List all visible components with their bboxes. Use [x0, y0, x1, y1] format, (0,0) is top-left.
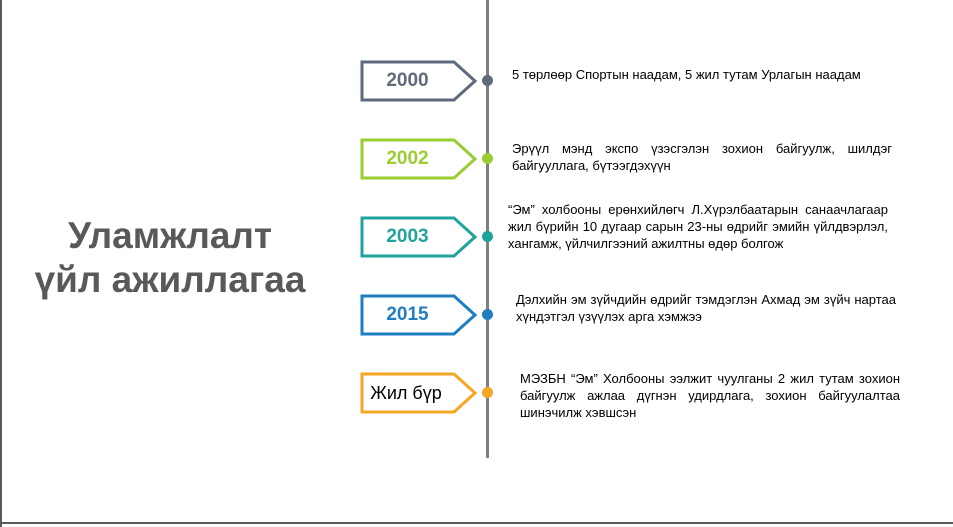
timeline-tag-every-year: Жил бүр — [360, 372, 478, 414]
timeline-dot-2002 — [482, 153, 493, 164]
timeline-axis — [486, 0, 489, 458]
event-description-2015: Дэлхийн эм зүйчдийн өдрийг тэмдэглэн Ахм… — [516, 292, 896, 324]
slide-border-bottom — [0, 522, 953, 524]
event-description-2002: Эрүүл мэнд экспо үзэсгэлэн зохион байгуу… — [512, 141, 892, 173]
tag-arrow-shape — [360, 60, 478, 102]
timeline-tag-2000: 2000 — [360, 60, 478, 102]
timeline-tag-2003: 2003 — [360, 216, 478, 258]
tag-label: Жил бүр — [370, 383, 442, 403]
slide-title: Уламжлалт үйл ажиллагаа — [10, 214, 330, 302]
tag-arrow-shape — [360, 138, 478, 180]
timeline-dot-2015 — [482, 309, 493, 320]
event-description-2003: “Эм” холбооны ерөнхийлөгч Л.Хүрэлбаатары… — [508, 202, 888, 251]
timeline-dot-2000 — [482, 75, 493, 86]
tag-arrow-shape — [360, 294, 478, 336]
tag-arrow-shape — [360, 216, 478, 258]
title-line-1: Уламжлалт — [67, 215, 273, 256]
tag-label: 2015 — [386, 304, 429, 325]
event-description-every-year: МЭЗБН “Эм” Холбооны ээлжит чуулганы 2 жи… — [520, 371, 900, 420]
tag-label: 2003 — [386, 226, 429, 247]
timeline-dot-2003 — [482, 231, 493, 242]
tag-arrow-shape — [360, 372, 478, 414]
timeline-tag-2015: 2015 — [360, 294, 478, 336]
timeline-tag-2002: 2002 — [360, 138, 478, 180]
slide-border-left — [0, 0, 2, 527]
timeline-dot-every-year — [482, 387, 493, 398]
tag-label: 2000 — [386, 70, 429, 91]
title-line-2: үйл ажиллагаа — [34, 259, 306, 300]
event-description-2000: 5 төрлөөр Спортын наадам, 5 жил тутам Ур… — [512, 67, 861, 82]
tag-label: 2002 — [386, 148, 429, 169]
